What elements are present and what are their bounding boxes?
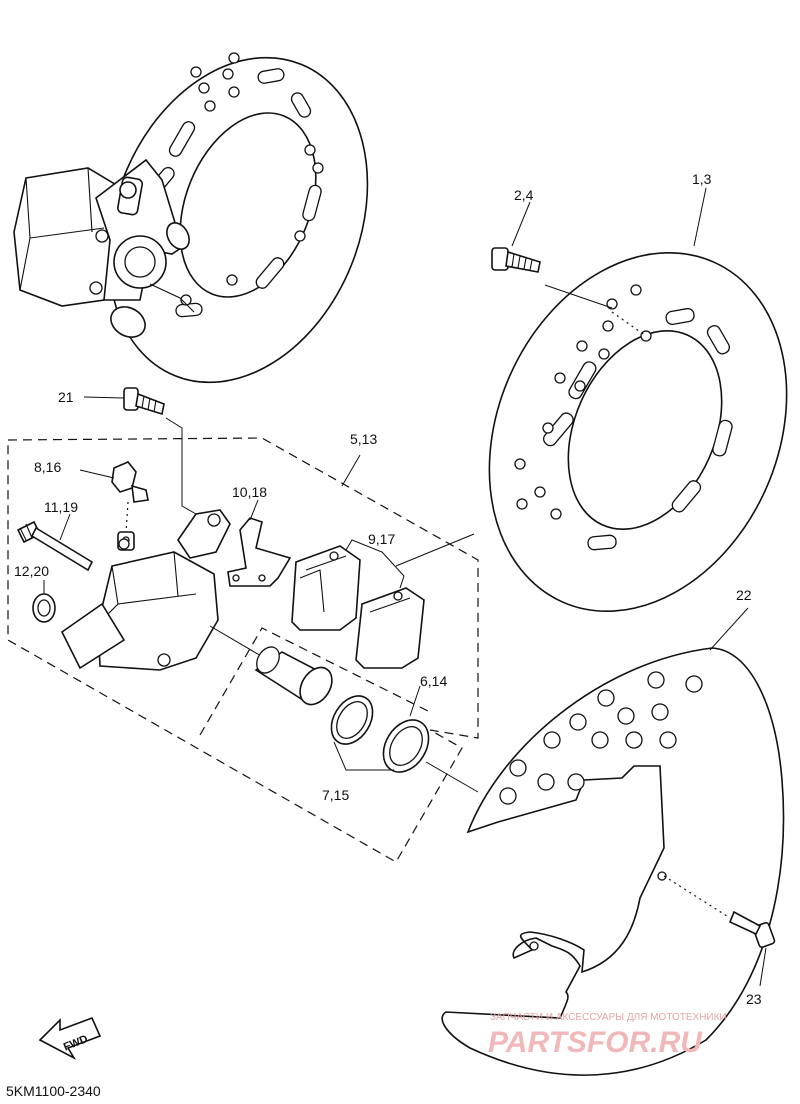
callout-12-20: 12,20: [14, 563, 49, 579]
caliper-body: [60, 509, 231, 671]
callout-7-15: 7,15: [322, 787, 349, 803]
dust-seal: [382, 719, 430, 773]
cover-bolt: [728, 910, 776, 949]
watermark-tagline: ЗАПЧАСТИ И АКСЕССУАРЫ ДЛЯ МОТОТЕХНИКИ: [490, 1012, 727, 1023]
callout-11-19: 11,19: [44, 499, 78, 515]
callout-1-3: 1,3: [692, 171, 712, 187]
callout-6-14: 6,14: [420, 673, 447, 689]
brake-pads: [291, 545, 425, 669]
brake-disc: [488, 251, 788, 613]
watermark-brand: PARTSFOR.RU: [488, 1026, 703, 1059]
piston: [254, 646, 333, 706]
callout-9-17: 9,17: [368, 531, 395, 547]
assembled-caliper: [13, 158, 195, 338]
pad-spring: [227, 517, 292, 587]
callout-8-16: 8,16: [34, 459, 61, 475]
fwd-arrow-icon: FWD: [38, 1016, 102, 1061]
caliper-bolt: [123, 387, 165, 416]
callout-5-13: 5,13: [350, 431, 377, 447]
callout-22: 22: [736, 587, 752, 603]
boot-ring: [32, 593, 56, 623]
callout-10-18: 10,18: [232, 484, 267, 500]
callout-21: 21: [58, 389, 74, 405]
disc-cover: [441, 647, 785, 1076]
callout-2-4: 2,4: [514, 187, 534, 203]
assembled-brake-disc: [107, 52, 369, 384]
pad-pin: [16, 520, 94, 572]
piston-seal: [330, 695, 374, 745]
callout-23: 23: [746, 991, 762, 1007]
diagram-code: 5KM1100-2340: [6, 1083, 101, 1099]
fwd-label: FWD: [62, 1033, 90, 1054]
bleed-screw: [111, 461, 149, 551]
disc-bolt: [491, 247, 541, 273]
